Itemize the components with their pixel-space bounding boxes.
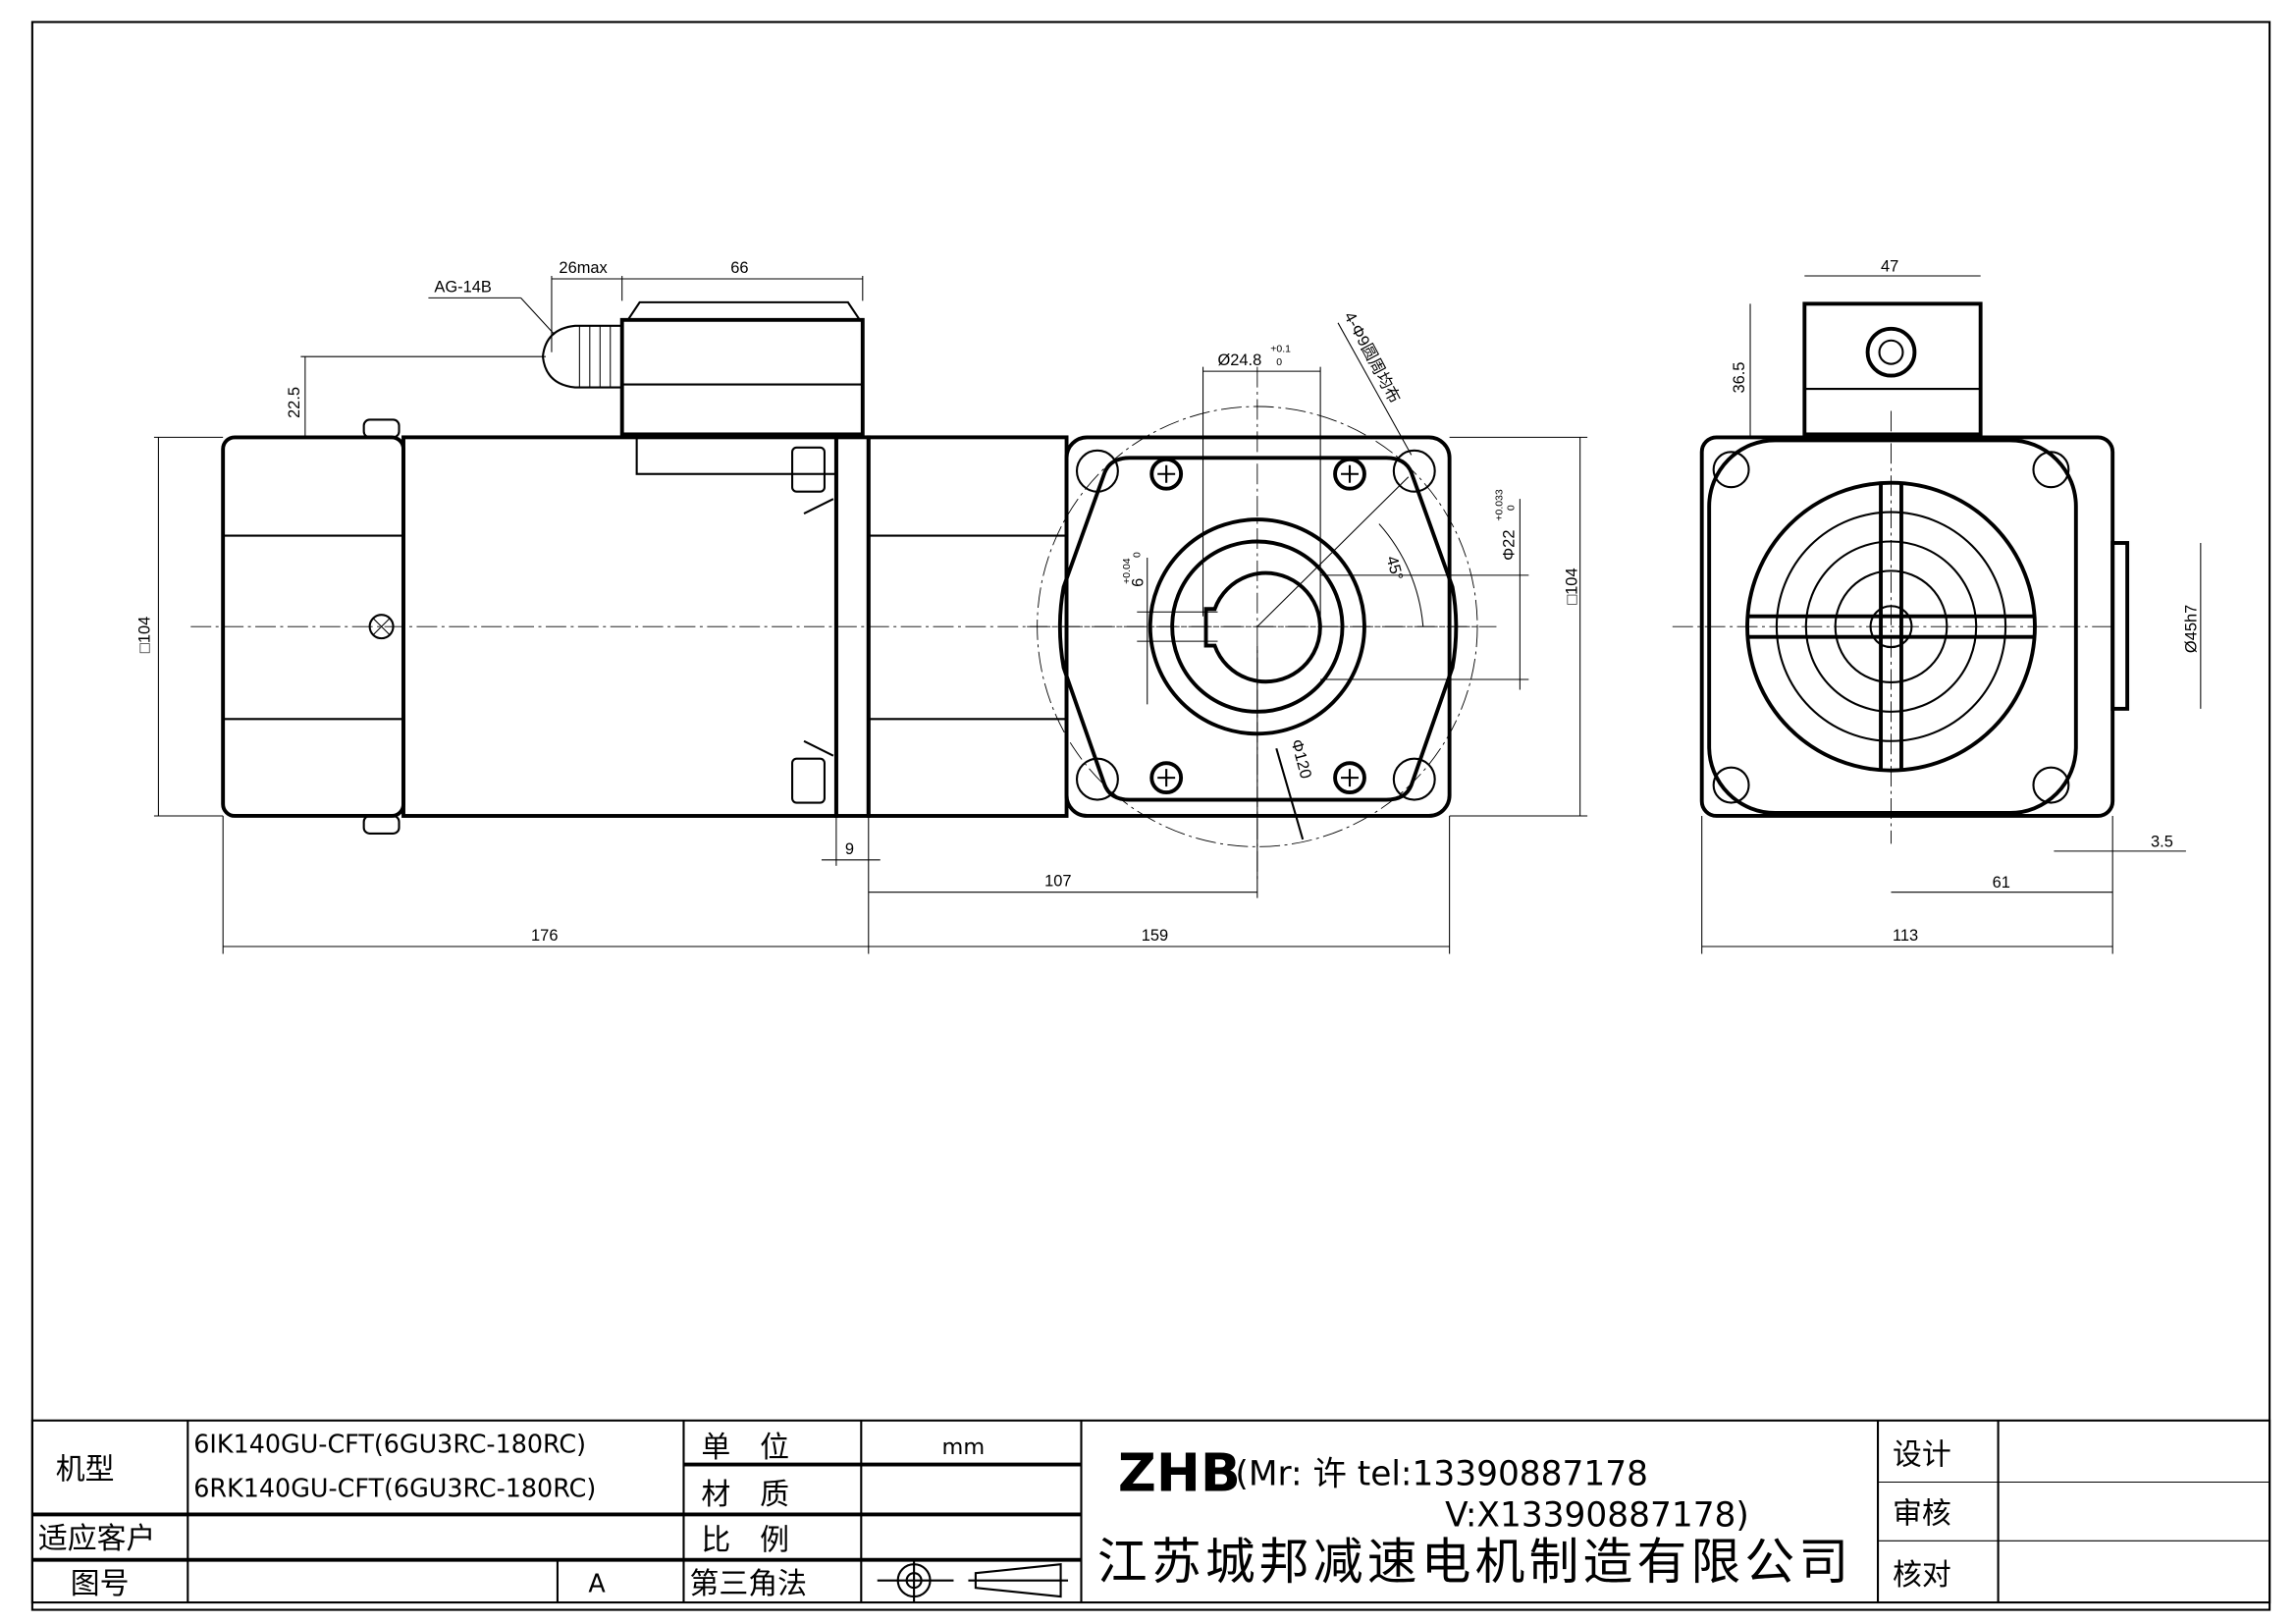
rear-view: 47 36.5 Ø45h7 3.5 61 113 [1672, 257, 2202, 954]
contact-line1: (Mr: 许 tel:13390887178 [1235, 1455, 1648, 1494]
dim-shaft-offset: 107 [1044, 873, 1071, 891]
dim-key-width: 6 [1129, 578, 1147, 587]
dim-shaft-tol-upper: +0.033 [1494, 489, 1505, 520]
model-label: 机型 [56, 1453, 115, 1488]
mount-hole-icon [1075, 449, 1436, 801]
terminal-box [619, 317, 865, 437]
ground-screw-icon [368, 614, 395, 640]
dim-bore-tol-upper: +0.1 [1270, 345, 1291, 355]
dim-gearbox-square: □104 [1564, 568, 1581, 604]
label-cable-gland: AG-14B [434, 278, 492, 296]
dim-gearbox-length: 159 [1142, 927, 1168, 945]
dim-flange-thickness: 9 [845, 840, 854, 858]
dim-shaft-tol-lower: 0 [1506, 505, 1517, 511]
material-label: 材 质 [701, 1478, 789, 1512]
screw-icon [1149, 457, 1366, 795]
projection-label: 第三角法 [689, 1567, 807, 1601]
title-block: 机型 6IK140GU-CFT(6GU3RC-180RC) 6RK140GU-C… [30, 1419, 2271, 1604]
third-angle-projection-icon [877, 1558, 1069, 1603]
revision: A [588, 1569, 606, 1598]
flange-view: 45° Ø24.8 +0.1 0 4-Φ9圆周均布 6 +0.04 0 Φ22 … [1027, 309, 1588, 881]
dim-pcd: Φ120 [1287, 737, 1314, 781]
drawing-border [30, 21, 2271, 1611]
flange-square [1064, 435, 1452, 818]
model-1: 6IK140GU-CFT(6GU3RC-180RC) [193, 1430, 586, 1459]
dim-pilot-diameter: Ø45h7 [2182, 605, 2200, 653]
model-2: 6RK140GU-CFT(6GU3RC-180RC) [193, 1473, 596, 1502]
dim-motor-length: 176 [531, 927, 558, 945]
dim-shaft-diameter: Φ22 [1500, 530, 1518, 561]
dim-key-tol-upper: +0.04 [1122, 558, 1133, 584]
contact-line2: V:X13390887178) [1445, 1495, 1749, 1535]
dim-gland-length: 26max [559, 259, 608, 277]
company-name: 江苏城邦减速电机制造有限公司 [1097, 1533, 1848, 1591]
dim-rear-box-width: 47 [1881, 257, 1898, 275]
dim-motor-square: □104 [135, 617, 153, 653]
dim-bore-tol-lower: 0 [1276, 357, 1282, 368]
dim-rear-width: 113 [1893, 927, 1918, 945]
rear-terminal-box [1802, 301, 1983, 437]
dim-rear-offset: 61 [1993, 874, 2010, 892]
dim-key-tol-lower: 0 [1132, 552, 1143, 558]
customer-label: 适应客户 [38, 1522, 156, 1556]
dim-bore-diameter: Ø24.8 [1217, 352, 1261, 369]
brand: ZHB [1118, 1441, 1241, 1503]
dim-terminal-width: 66 [730, 259, 748, 277]
label-mount-holes: 4-Φ9圆周均布 [1340, 309, 1403, 406]
design-label: 设计 [1893, 1438, 1951, 1473]
fan-cover-icon [1745, 480, 2037, 773]
scale-label: 比 例 [701, 1523, 789, 1557]
check-label: 核对 [1893, 1558, 1951, 1593]
dim-rear-box-height: 36.5 [1731, 362, 1748, 394]
drawing-no-label: 图号 [71, 1567, 130, 1601]
dim-pilot-depth: 3.5 [2151, 833, 2173, 850]
dim-terminal-offset: 22.5 [286, 387, 303, 418]
review-label: 审核 [1893, 1496, 1951, 1531]
unit-value: mm [942, 1434, 986, 1460]
unit-label: 单 位 [701, 1431, 789, 1465]
